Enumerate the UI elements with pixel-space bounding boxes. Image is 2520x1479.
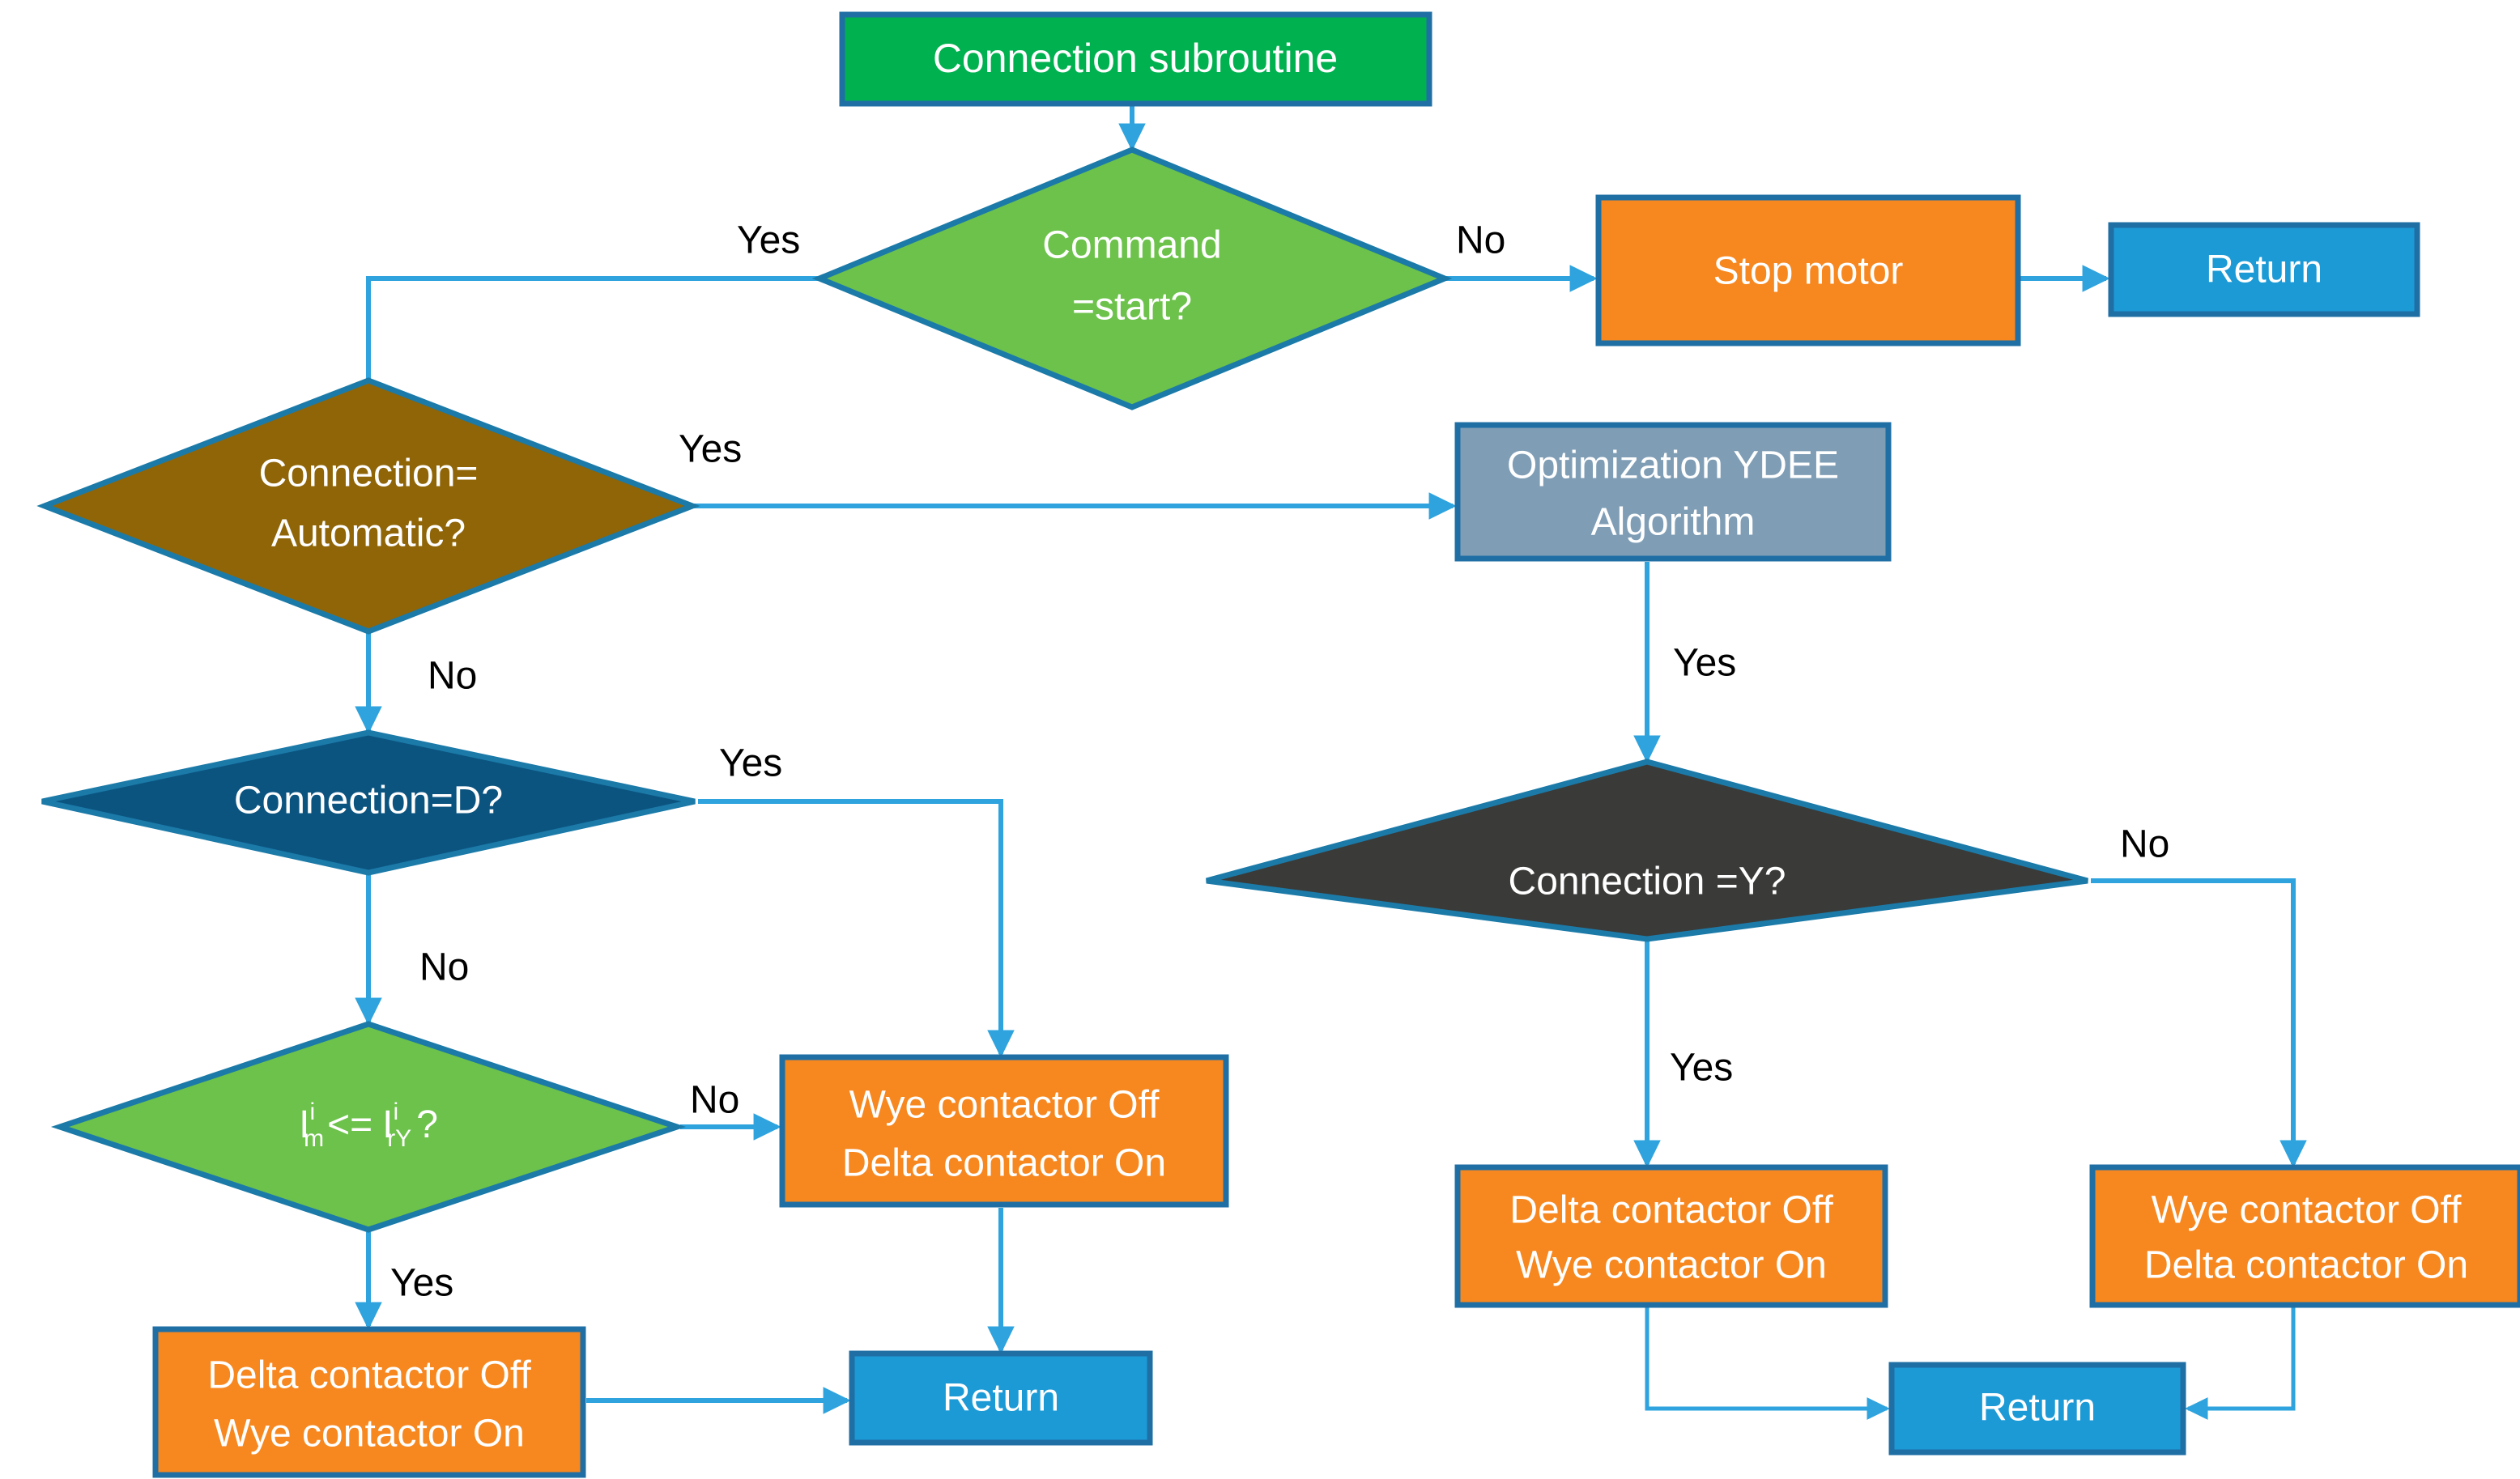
formula-operator: <= [327, 1103, 372, 1146]
connector-layer [355, 105, 2307, 1420]
node-label-command-line1: Command [1042, 224, 1221, 267]
node-connection-d-decision[interactable]: Connection=D? [41, 729, 696, 876]
node-label-return-left: Return [943, 1377, 1059, 1420]
node-connection-subroutine[interactable]: Connection subroutine [839, 11, 1432, 107]
node-return-right[interactable]: Return [1888, 1362, 2186, 1456]
edge-label-command-no: No [1456, 219, 1505, 262]
edge-label-automatic-yes: Yes [679, 428, 742, 471]
formula-superscript-1: i [309, 1099, 315, 1125]
node-label-stop-motor: Stop motor [1713, 250, 1904, 293]
node-connection-y-decision[interactable]: Connection =Y? [1206, 759, 2088, 942]
formula-subscript-2: rY [387, 1125, 411, 1152]
edge-label-connection-d-yes: Yes [719, 742, 782, 785]
node-label-connection-subroutine: Connection subroutine [933, 36, 1338, 81]
node-label-wye-off-left-line2: Delta contactor On [842, 1142, 1166, 1185]
node-return-top[interactable]: Return [2108, 222, 2420, 317]
edge-label-connection-y-no: No [2120, 823, 2169, 866]
edge-label-connection-d-no: No [419, 946, 469, 989]
node-label-return-right: Return [1979, 1387, 2096, 1430]
node-label-automatic-line1: Connection= [259, 453, 479, 495]
formula-subscript-1: m [304, 1125, 324, 1152]
node-command-start-decision[interactable]: Command =start? [811, 147, 1453, 410]
node-label-command-line2: =start? [1072, 286, 1192, 329]
node-label-connection-y: Connection =Y? [1509, 861, 1786, 903]
node-label-delta-off-right-line1: Delta contactor Off [1509, 1189, 1833, 1232]
edge-delta-off-right-to-return-right [1645, 1305, 1890, 1420]
formula-tail: ? [416, 1103, 438, 1146]
edge-label-current-compare-no: No [690, 1079, 739, 1122]
edge-connection-d-yes-to-wye-off [698, 799, 1015, 1058]
node-optimization-ydee-algorithm[interactable]: Optimization YDEE Algorithm [1454, 422, 1892, 562]
edge-label-connection-y-yes: Yes [1670, 1047, 1733, 1090]
edge-connection-y-no-to-wye-off-right [2091, 878, 2307, 1168]
node-label-wye-off-right-line1: Wye contactor Off [2152, 1189, 2462, 1232]
formula-symbol-2: I [382, 1103, 393, 1146]
edge-wye-off-right-to-return-right [2185, 1305, 2296, 1420]
node-wye-off-delta-on-left[interactable]: Wye contactor Off Delta contactor On [779, 1054, 1229, 1208]
formula-symbol-1: I [299, 1103, 309, 1146]
node-label-return-top: Return [2206, 249, 2322, 291]
node-delta-off-wye-on-left[interactable]: Delta contactor Off Wye contactor On [152, 1326, 586, 1478]
node-label-wye-off-right-line2: Delta contactor On [2144, 1244, 2468, 1287]
edge-label-current-compare-yes: Yes [390, 1262, 453, 1305]
node-label-delta-off-right-line2: Wye contactor On [1516, 1244, 1827, 1287]
node-connection-automatic-decision[interactable]: Connection= Automatic? [36, 377, 700, 635]
edge-label-layer: Yes No Yes No Yes Yes No No Yes Yes No [390, 219, 2169, 1305]
node-label-connection-d: Connection=D? [234, 780, 503, 822]
node-stop-motor[interactable]: Stop motor [1595, 194, 2021, 346]
node-label-ydee-line2: Algorithm [1591, 501, 1756, 544]
node-label-delta-off-left-line1: Delta contactor Off [207, 1354, 531, 1397]
node-label-ydee-line1: Optimization YDEE [1507, 444, 1839, 487]
node-return-left[interactable]: Return [849, 1350, 1153, 1446]
formula-superscript-2: i [394, 1099, 399, 1125]
edge-label-automatic-no: No [428, 655, 477, 698]
edge-label-command-yes: Yes [737, 219, 800, 262]
node-label-delta-off-left-line2: Wye contactor On [214, 1413, 525, 1456]
node-label-automatic-line2: Automatic? [271, 512, 466, 555]
edge-label-ydee-yes: Yes [1673, 642, 1736, 685]
node-wye-off-delta-on-right[interactable]: Wye contactor Off Delta contactor On [2089, 1164, 2520, 1308]
node-delta-off-wye-on-right[interactable]: Delta contactor Off Wye contactor On [1454, 1164, 1888, 1308]
node-label-wye-off-left-line1: Wye contactor Off [849, 1084, 1160, 1127]
